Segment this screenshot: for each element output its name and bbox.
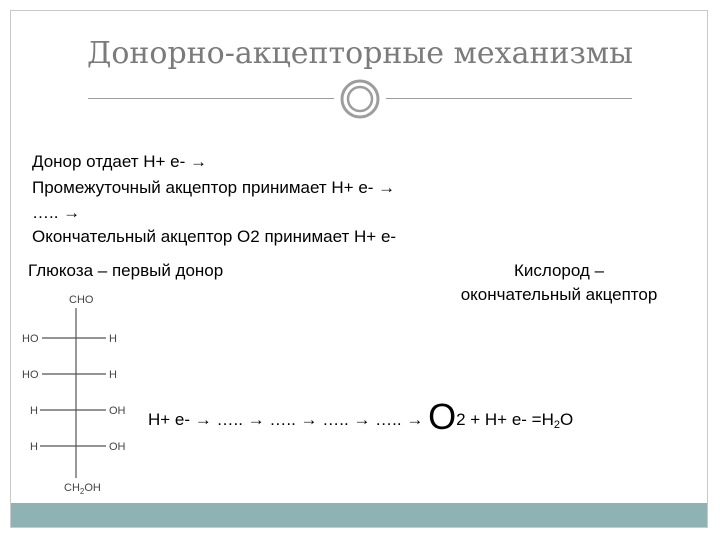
slide-title: Донорно-акцепторные механизмы bbox=[86, 36, 634, 71]
glucose-row-4-left: H bbox=[30, 441, 38, 453]
glucose-label: Глюкоза – первый донор bbox=[28, 261, 224, 280]
glucose-structure-diagram: CHO HO H HO H H OH H OH CH2OH bbox=[22, 294, 126, 496]
text-line-4: Окончательный акцептор О2 принимает Н+ е… bbox=[32, 227, 397, 246]
bottom-accent-bar bbox=[11, 503, 707, 527]
glucose-row-3-left: H bbox=[30, 405, 38, 417]
glucose-row-3-right: OH bbox=[109, 405, 126, 417]
chain-suffix: 2 + Н+ е- =Н bbox=[456, 410, 554, 429]
text-line-1: Донор отдает Н+ е- → bbox=[32, 152, 208, 171]
oxygen-label-line-2: окончательный акцептор bbox=[460, 285, 658, 304]
glucose-top-group: CHO bbox=[69, 294, 94, 306]
glucose-row-2-right: H bbox=[109, 369, 117, 381]
title-rule-left bbox=[88, 98, 334, 99]
chain-oxygen-symbol: O bbox=[428, 396, 457, 437]
glucose-row-4-right: OH bbox=[109, 441, 126, 453]
glucose-row-1-left: HO bbox=[22, 333, 39, 345]
chain-prefix: Н+ е- → ….. → ….. → ….. → ….. → bbox=[148, 410, 429, 429]
chain-water-subscript: 2 bbox=[553, 419, 561, 431]
glucose-row-2-left: HO bbox=[22, 369, 39, 381]
glucose-bottom-group: CH2OH bbox=[64, 482, 101, 496]
text-line-3: ….. → bbox=[32, 203, 81, 222]
glucose-row-1-right: H bbox=[109, 333, 117, 345]
slide-frame bbox=[10, 10, 708, 528]
text-line-2: Промежуточный акцептор принимает Н+ е- → bbox=[32, 178, 396, 197]
electron-transport-chain: Н+ е- → ….. → ….. → ….. → ….. → O2 + Н+ … bbox=[148, 396, 573, 438]
ring-ornament-icon bbox=[340, 79, 380, 119]
title-rule-right bbox=[386, 98, 632, 99]
chain-water-end: O bbox=[560, 410, 574, 429]
oxygen-label-line-1: Кислород – bbox=[513, 261, 605, 280]
